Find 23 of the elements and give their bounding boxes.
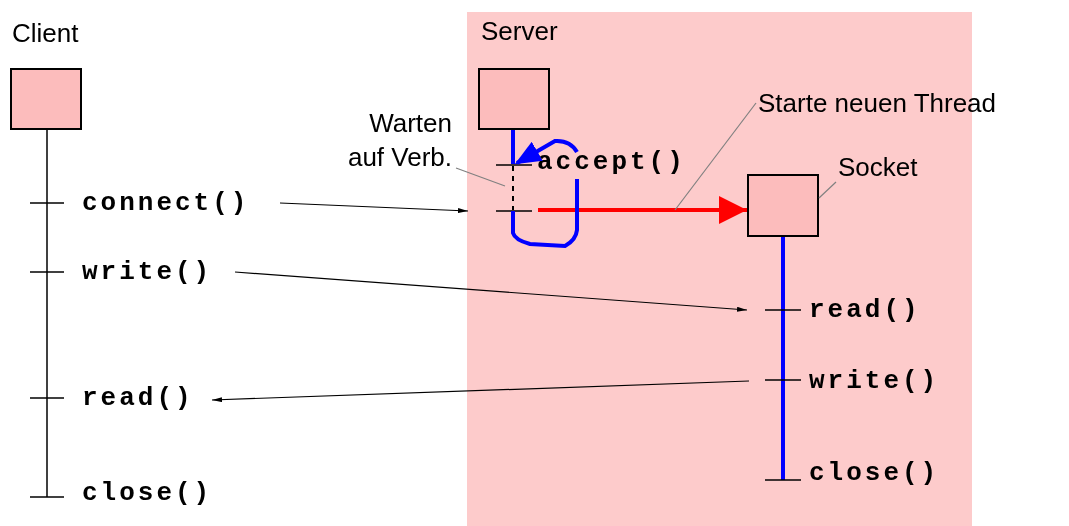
method-call: write() bbox=[82, 257, 222, 287]
method-call: read() bbox=[82, 383, 202, 413]
method-call: accept() bbox=[537, 147, 697, 177]
annotation-text: Socket bbox=[838, 150, 948, 186]
object-box bbox=[747, 174, 819, 237]
method-call: close() bbox=[809, 458, 949, 488]
object-box bbox=[10, 68, 82, 130]
leader-line bbox=[818, 181, 837, 199]
object-box bbox=[478, 68, 550, 130]
leader-line bbox=[674, 102, 757, 211]
method-call: read() bbox=[809, 295, 929, 325]
arrow bbox=[234, 271, 748, 313]
method-call: close() bbox=[82, 478, 222, 508]
annotation-text: Starte neuen Thread bbox=[758, 86, 1066, 120]
method-call: write() bbox=[809, 366, 949, 396]
arrow bbox=[279, 202, 469, 214]
arrow bbox=[538, 196, 747, 224]
lifeline-title: Client bbox=[12, 17, 79, 50]
loop-arrow bbox=[511, 138, 579, 248]
arrow bbox=[211, 380, 750, 403]
region-title: Server bbox=[481, 15, 558, 48]
annotation-text: Warten auf Verb. bbox=[330, 106, 452, 178]
method-call: connect() bbox=[82, 188, 262, 218]
